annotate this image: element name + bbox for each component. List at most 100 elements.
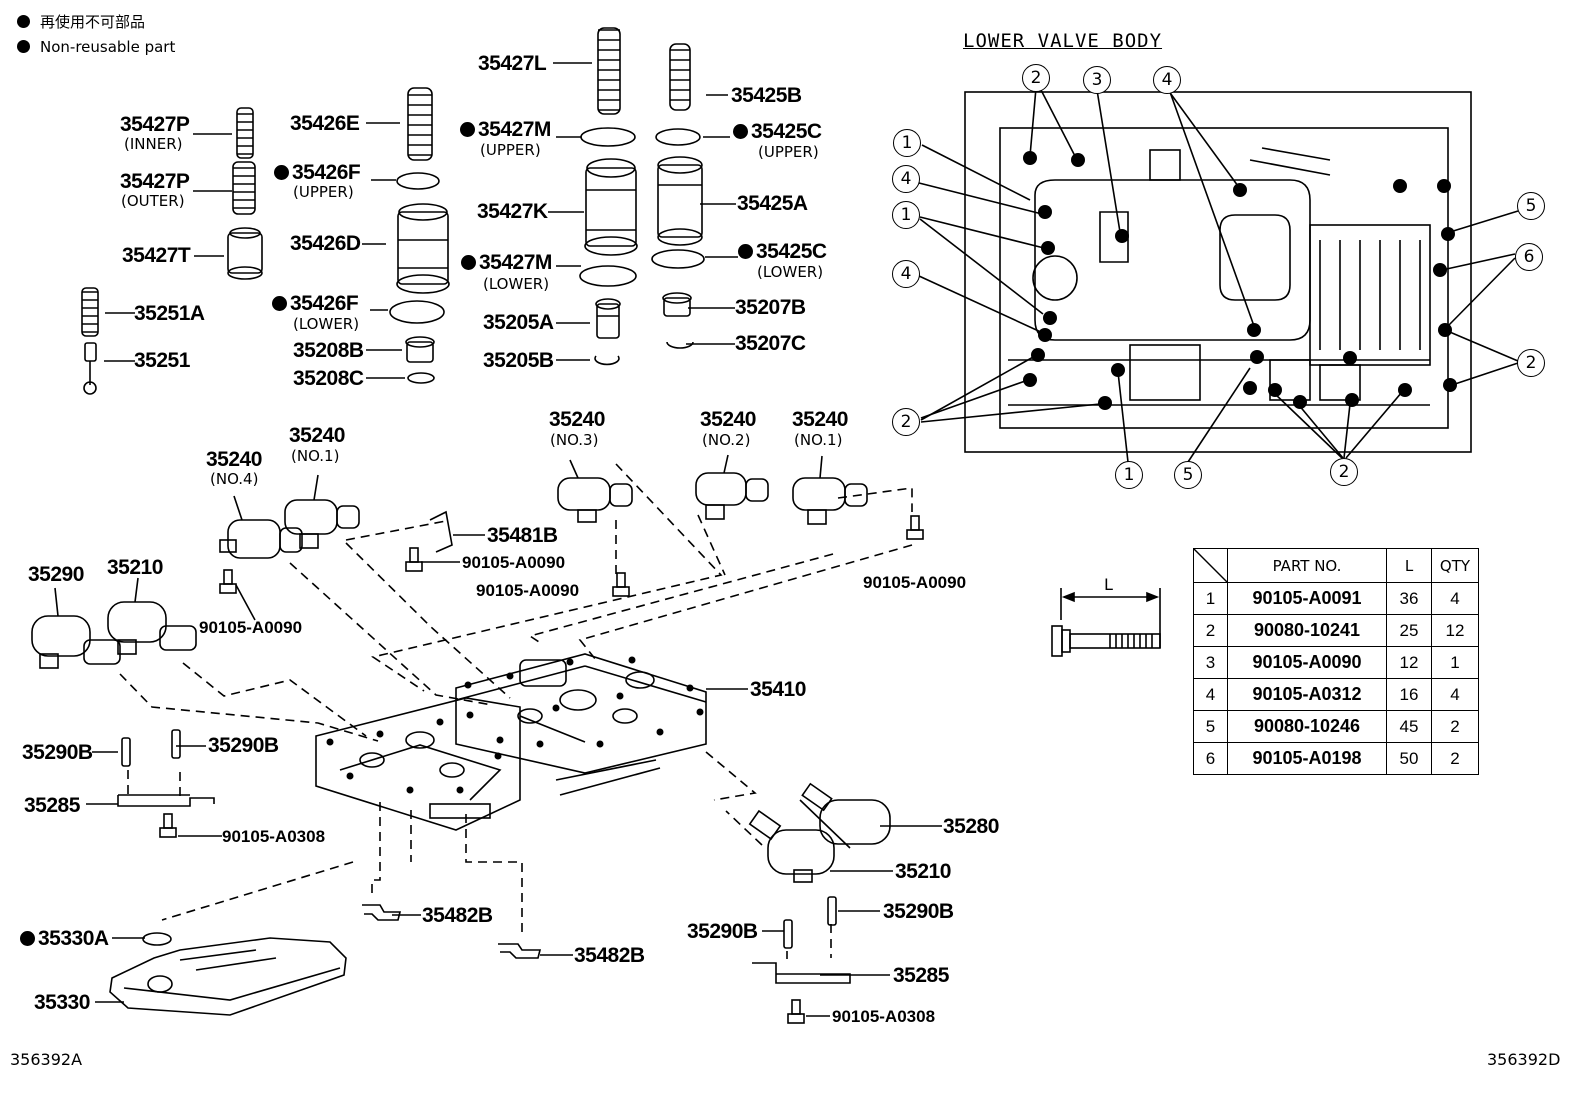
row-number: 1 (1193, 582, 1228, 615)
row-number: 6 (1193, 742, 1228, 775)
part-label: 35481B (487, 524, 558, 547)
non-reusable-dot-icon (20, 931, 35, 946)
part-label: 35427K (477, 200, 548, 223)
part-number: 90080-10241 (1227, 614, 1387, 647)
part-label: 35280 (943, 815, 999, 838)
linear-solenoids (31, 577, 891, 883)
non-reusable-dot-icon (274, 165, 289, 180)
callout-marker: 4 (892, 260, 920, 288)
row-number: 2 (1193, 614, 1228, 647)
part-sublabel: (UPPER) (480, 141, 541, 159)
oil-strainer (109, 932, 347, 1016)
part-label: 35425C (733, 121, 822, 142)
part-label: 35290B (208, 734, 279, 757)
part-number: 90105-A0091 (1227, 582, 1387, 615)
length: 36 (1386, 582, 1432, 615)
bolt-dimension (1051, 588, 1161, 657)
length: 45 (1386, 710, 1432, 743)
bolt-label: 90105-A0090 (462, 553, 566, 572)
bolt-label: 90105-A0308 (832, 1007, 936, 1026)
valve-body (315, 653, 707, 831)
part-sublabel: (LOWER) (483, 275, 550, 293)
non-reusable-dot-icon (461, 255, 476, 270)
valve-springs-and-sleeves (81, 27, 705, 395)
part-label: 35426F (274, 162, 361, 183)
table-corner-diagonal (1194, 549, 1227, 582)
part-sublabel: (NO.4) (210, 470, 259, 488)
pins-and-plates (117, 510, 851, 984)
callout-marker: 2 (1330, 458, 1358, 486)
part-label: 35330A (20, 928, 109, 949)
part-sublabel: (OUTER) (121, 192, 185, 210)
quantity: 2 (1431, 742, 1479, 775)
quantity: 4 (1431, 678, 1479, 711)
part-label: 35482B (574, 944, 645, 967)
callout-marker: 6 (1515, 243, 1543, 271)
dashed-connectors (119, 463, 913, 959)
part-label: 35207B (735, 296, 806, 319)
table-corner-cell (1193, 548, 1228, 583)
leader-lines (86, 62, 942, 1017)
callout-marker: 2 (1517, 349, 1545, 377)
part-label: 35290B (22, 741, 93, 764)
shift-solenoids (219, 454, 868, 559)
part-number: 90080-10246 (1227, 710, 1387, 743)
part-label: 35210 (107, 556, 163, 579)
part-label: 35240 (792, 408, 848, 431)
part-label: 35251A (134, 302, 205, 325)
part-label: 35427P (120, 113, 190, 136)
bolt-label: 90105-A0090 (863, 573, 967, 592)
part-label: 35205B (483, 349, 554, 372)
part-label: 35290B (883, 900, 954, 923)
part-label: 35205A (483, 311, 554, 334)
quantity: 2 (1431, 710, 1479, 743)
callout-marker: 1 (893, 129, 921, 157)
bolts (159, 515, 924, 1024)
part-label: 35426E (290, 112, 360, 135)
part-label: 35240 (700, 408, 756, 431)
illustration-code-right: 356392D (1487, 1050, 1561, 1069)
part-sublabel: (UPPER) (293, 183, 354, 201)
part-label: 35290 (28, 563, 84, 586)
part-sublabel: (NO.3) (550, 431, 599, 449)
row-number: 3 (1193, 646, 1228, 679)
inset-callout-leaders (918, 87, 1519, 463)
callout-marker: 2 (1022, 64, 1050, 92)
inset-title: LOWER VALVE BODY (963, 30, 1163, 52)
callout-marker: 2 (892, 408, 920, 436)
quantity: 1 (1431, 646, 1479, 679)
callout-marker: 5 (1174, 461, 1202, 489)
part-label: 35251 (134, 349, 190, 372)
quantity: 4 (1431, 582, 1479, 615)
part-label: 35425C (738, 241, 827, 262)
part-label: 35426F (272, 293, 359, 314)
part-label: 35410 (750, 678, 806, 701)
table-header-length: L (1386, 548, 1432, 583)
part-label: 35208B (293, 339, 364, 362)
part-label: 35210 (895, 860, 951, 883)
part-label: 35427M (460, 119, 551, 140)
part-label: 35426D (290, 232, 361, 255)
part-number: 90105-A0198 (1227, 742, 1387, 775)
length: 16 (1386, 678, 1432, 711)
legend-english: Non-reusable part (17, 40, 175, 55)
part-sublabel: (INNER) (124, 135, 183, 153)
part-sublabel: (LOWER) (757, 263, 824, 281)
callout-marker: 3 (1083, 66, 1111, 94)
part-sublabel: (NO.2) (702, 431, 751, 449)
non-reusable-dot-icon (17, 40, 30, 53)
illustration-code-left: 356392A (10, 1050, 83, 1069)
bolt-label: 90105-A0090 (199, 618, 303, 637)
part-label: 35240 (206, 448, 262, 471)
part-sublabel: (LOWER) (293, 315, 360, 333)
part-sublabel: (UPPER) (758, 143, 819, 161)
part-label: 35427L (478, 52, 547, 75)
table-header-part-no: PART NO. (1227, 548, 1387, 583)
callout-marker: 5 (1517, 192, 1545, 220)
part-label: 35285 (24, 794, 80, 817)
